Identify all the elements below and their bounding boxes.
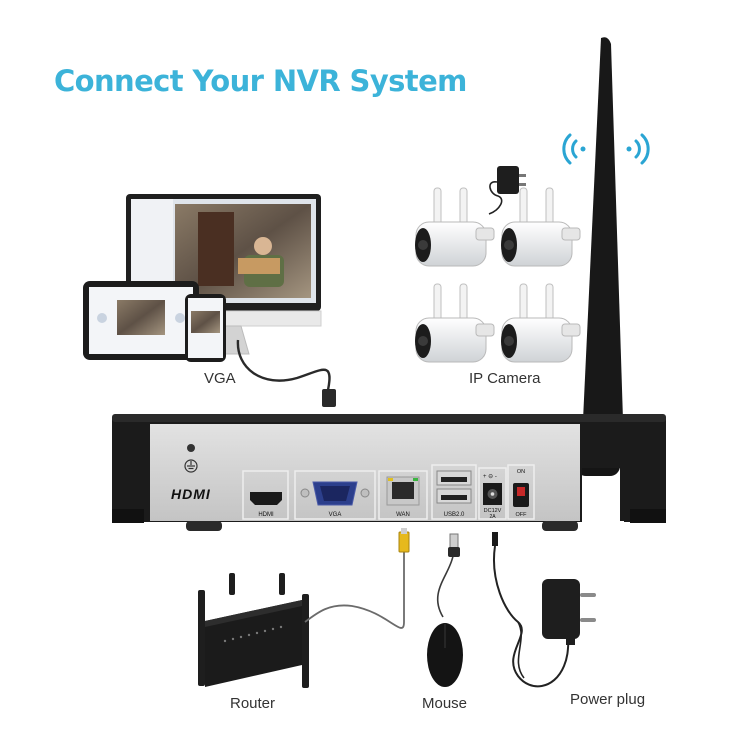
ethernet-connector [398, 528, 410, 553]
page-title: Connect Your NVR System [54, 64, 467, 98]
usb-port-label: USB2.0 [444, 512, 465, 518]
vga-label: VGA [204, 370, 236, 387]
usb-ports[interactable] [436, 470, 472, 504]
vga-port-label: VGA [329, 512, 342, 518]
hdmi-port-label: HDMI [258, 512, 274, 518]
ethernet-cable [304, 552, 405, 629]
dc-power-jack[interactable]: + ⊖ - [483, 474, 502, 505]
vga-cable [236, 339, 332, 401]
ground-icon [184, 459, 198, 473]
switch-off-label: OFF [516, 512, 528, 518]
ip-camera-4 [500, 283, 581, 363]
power-switch[interactable] [513, 483, 529, 507]
hdmi-logo: HDMI [171, 486, 211, 502]
ip-camera-1 [414, 187, 495, 267]
nvr-recorder: HDMI [112, 414, 666, 531]
router [198, 573, 309, 688]
ip-camera-2 [500, 187, 581, 267]
wan-port[interactable] [386, 476, 420, 506]
wan-port-label: WAN [396, 512, 410, 518]
vga-port[interactable] [300, 481, 370, 506]
camera-power-adapter [488, 166, 526, 215]
tablet [83, 281, 199, 360]
power-plug-label: Power plug [570, 691, 646, 708]
dc-port-label: DC12V [484, 508, 502, 514]
mouse-label: Mouse [422, 695, 468, 712]
phone [185, 294, 226, 362]
ip-camera-3 [414, 283, 495, 363]
vga-connector [322, 389, 336, 407]
hdmi-port[interactable] [250, 492, 282, 505]
power-adapter [492, 532, 596, 688]
svg-text:+ ⊖ -: + ⊖ - [483, 474, 497, 480]
antenna [583, 37, 623, 420]
mouse [427, 533, 463, 687]
router-label: Router [230, 695, 276, 712]
ip-camera-label: IP Camera [469, 370, 541, 387]
switch-on-label: ON [517, 469, 525, 475]
wifi-left-icon [562, 133, 586, 165]
wifi-right-icon [626, 133, 650, 165]
dc-port-sublabel: 2A [489, 514, 496, 520]
